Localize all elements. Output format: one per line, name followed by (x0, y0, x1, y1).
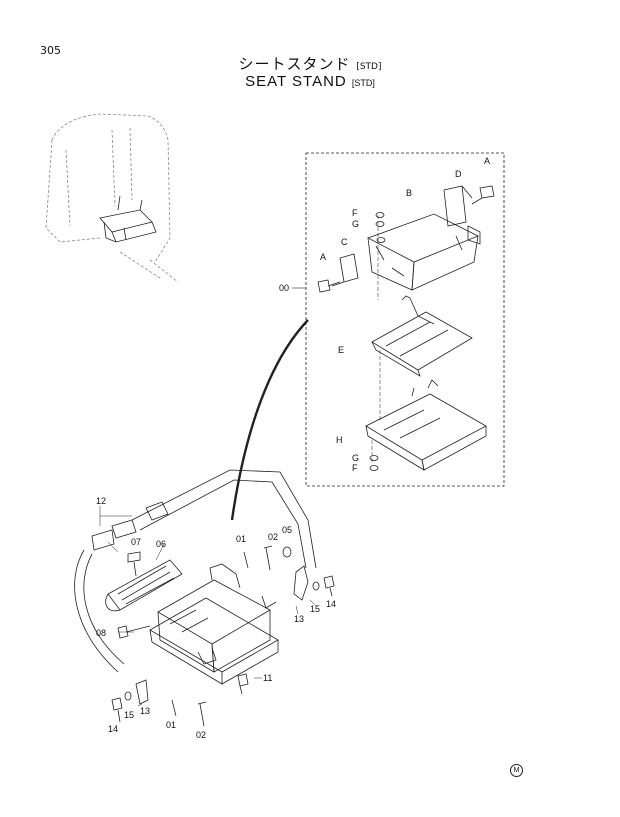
callout-06: 06 (156, 539, 166, 549)
bolt-14-right (323, 575, 335, 597)
washer-15-right (312, 581, 320, 591)
slide-rail-e (371, 295, 473, 377)
callout-assembly: 00 (279, 283, 289, 293)
bolt-a-left (317, 279, 341, 293)
callout-d: D (455, 169, 462, 179)
pin-01-upper (243, 551, 249, 569)
callout-c: C (341, 237, 348, 247)
cushion-pad-06 (105, 559, 183, 612)
callout-14-right: 14 (326, 599, 336, 609)
cab-seat-stand (99, 195, 157, 243)
callout-a-left: A (320, 252, 326, 262)
callout-f-top: F (352, 208, 358, 218)
bolt-11 (237, 673, 249, 695)
callout-07: 07 (131, 537, 141, 547)
revision-mark: M (510, 764, 523, 777)
std-tag-japanese: [STD] (356, 62, 382, 72)
page-number: 305 (40, 44, 61, 57)
pin-02-upper (263, 545, 273, 571)
std-tag-english: [STD] (351, 78, 375, 88)
cab-overview (45, 113, 179, 283)
bolt-08 (117, 625, 151, 639)
assembly-leader-line (230, 319, 309, 521)
callout-f-bottom: F (352, 463, 358, 473)
callout-14-left: 14 (108, 724, 118, 734)
bracket-13-left (135, 679, 149, 705)
title-english: SEAT STAND [STD] (0, 73, 620, 90)
washer-05 (282, 546, 292, 558)
plate-d (443, 185, 473, 227)
title-english-text: SEAT STAND (245, 73, 347, 90)
callout-01-lower: 01 (166, 720, 176, 730)
callout-12: 12 (96, 496, 106, 506)
screw-07 (127, 551, 141, 577)
plate-c (331, 253, 359, 287)
bolt-14-left (111, 697, 123, 723)
callout-02-lower: 02 (196, 730, 206, 740)
callout-a-top: A (484, 156, 490, 166)
callout-15-right: 15 (310, 604, 320, 614)
pin-02-lower (197, 701, 207, 727)
title-japanese-text: シートスタンド (238, 55, 351, 73)
seat-belt (74, 469, 317, 673)
callout-b: B (406, 188, 412, 198)
callout-g-top: G (352, 219, 359, 229)
bolt-a-top (471, 185, 495, 205)
callout-h: H (336, 435, 343, 445)
callout-01-upper: 01 (236, 534, 246, 544)
seat-stand-assembly (149, 563, 279, 685)
pin-01-lower (171, 699, 177, 717)
bracket-b (367, 213, 481, 291)
washer-15-left (124, 691, 132, 701)
callout-13-left: 13 (140, 706, 150, 716)
callout-15-left: 15 (124, 710, 134, 720)
callout-g-bottom: G (352, 453, 359, 463)
callout-11: 11 (263, 673, 272, 683)
callout-08: 08 (96, 628, 106, 638)
assembly-dashed-box (305, 152, 505, 487)
base-plate-h (365, 379, 487, 471)
callout-13-right: 13 (294, 614, 304, 624)
bracket-13-right (293, 565, 309, 601)
callout-05: 05 (282, 525, 292, 535)
callout-02-upper: 02 (268, 532, 278, 542)
callout-e: E (338, 345, 344, 355)
title-japanese: シートスタンド [STD] (0, 53, 620, 74)
